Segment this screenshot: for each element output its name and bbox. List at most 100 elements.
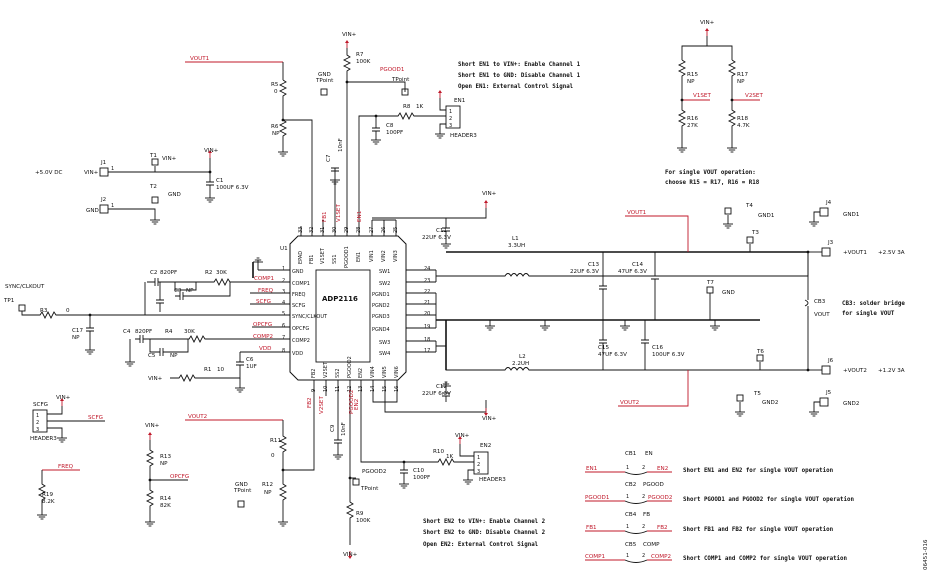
tpoint-gnd2: TPoint (233, 488, 252, 494)
pin-name: FB1 (309, 255, 315, 265)
t4-gnd1: GND1 (758, 213, 775, 219)
c4-ref: C4 (123, 329, 131, 335)
r11-ref: R11 (270, 438, 281, 444)
net-en1-pin: EN1 (357, 210, 363, 222)
net-freq: FREQ (258, 288, 274, 294)
pin-num: 3 (282, 289, 285, 295)
note-en1-c: Open EN1: External Control Signal (458, 84, 574, 90)
scfg-hdr-val: HEADER3 (30, 436, 57, 442)
right-pin-stubs (406, 269, 437, 353)
net-vout1-r: VOUT1 (627, 210, 647, 216)
scfg-hdr-ref: SCFG (33, 402, 48, 408)
pin-name: SW3 (379, 340, 390, 346)
note-en2-c: Open EN2: External Control Signal (423, 542, 539, 548)
input-section: +5.0V DC VIN+ J1 1 T1 VIN+ VIN+ C1 100UF… (35, 148, 249, 225)
c14-val: 47UF 6.3V (618, 269, 647, 275)
net-pgood2-pin: PGOOD2 (349, 390, 355, 414)
pin-num: 8 (282, 348, 285, 354)
pin-name: EN1 (356, 252, 362, 262)
pin-num: 21 (424, 300, 430, 306)
r14-ref: R14 (160, 496, 171, 502)
r2-val: 30K (216, 270, 227, 276)
r8-ref: R8 (403, 104, 411, 110)
comp2-network: C4 820PF R4 30K C5 NP OPCFG COMP2 (123, 322, 273, 367)
cb1-pin: EN (645, 451, 653, 457)
cb4-left: FB1 (586, 525, 597, 531)
t7-ref: T7 (706, 280, 714, 286)
j3-ref: J3 (827, 240, 834, 246)
c6-ref: C6 (246, 357, 254, 363)
gnd-connectors: T4 GND1 J4 GND1 T5 GND2 J5 GND2 (722, 200, 860, 417)
t2-ref: T2 (149, 184, 157, 190)
pin-num: 18 (424, 337, 430, 343)
pin-name: SW1 (379, 269, 390, 275)
cb5-right: COMP2 (651, 554, 671, 560)
output1-stage: L1 3.3UH VOUT1 C13 22UF 6.3V C14 47UF 6.… (436, 210, 905, 320)
t1-vin: VIN+ (162, 156, 177, 162)
vin-scfg: VIN+ (56, 395, 71, 401)
pin-name: VIN4 (370, 366, 376, 378)
c10-val: 100PF (413, 475, 430, 481)
vin-c1: VIN+ (204, 148, 219, 154)
c7-ref: C7 (326, 154, 332, 162)
vin-r1: VIN+ (148, 376, 163, 382)
pin-name: VDD (292, 351, 303, 357)
net-comp2: COMP2 (253, 334, 273, 340)
figure-id: 06451-016 (923, 539, 929, 570)
l2-ref: L2 (519, 354, 526, 360)
tpoint-1: TPoint (391, 77, 410, 83)
r12-ref: R12 (262, 482, 273, 488)
r8-val: 1K (416, 104, 424, 110)
ic-left-pins: GND COMP1 FREQ SCFG SYNC/CLKOUT OPCFG CO… (282, 266, 328, 357)
svg-text:3: 3 (36, 427, 39, 433)
svg-text:3: 3 (449, 123, 452, 129)
c8-val: 100PF (386, 130, 403, 136)
svg-text:1: 1 (626, 465, 629, 471)
note-single-b: choose R15 = R17, R16 = R18 (665, 180, 760, 186)
r3-ref: R3 (40, 308, 48, 314)
note-cb3-a: CB3: solder bridge (842, 301, 905, 307)
c10-ref: C10 (413, 468, 424, 474)
cb1-note: Short EN1 and EN2 for single VOUT operat… (683, 468, 834, 474)
net-vout1: VOUT1 (190, 56, 210, 62)
c16-ref: C16 (652, 345, 663, 351)
tp1-ref: TP1 (3, 298, 15, 304)
note-en2-b: Short EN2 to GND: Disable Channel 2 (423, 530, 546, 536)
r5-val: 0 (274, 89, 278, 95)
j6-ref: J6 (827, 358, 834, 364)
pin-num: 17 (424, 348, 430, 354)
vout1-out: +VOUT1 (843, 250, 867, 256)
c2-val: 820PF (160, 270, 177, 276)
pgnd-rail: T7 GND (436, 280, 760, 331)
en1-network: C8 100PF R8 1K 123 EN1 HEADER3 EN1 (357, 89, 477, 222)
r2-ref: R2 (205, 270, 212, 276)
c7-val: 10nF (338, 138, 344, 152)
pin-num: 7 (282, 335, 285, 341)
vin-r13: VIN+ (145, 423, 160, 429)
cb4-right: FB2 (657, 525, 668, 531)
cb4-pin: FB (643, 512, 650, 518)
pin-name: PGND3 (372, 314, 390, 320)
r17-ref: R17 (737, 72, 748, 78)
pin-name: VIN1 (369, 250, 375, 262)
en1-notes: Short EN1 to VIN+: Enable Channel 1 Shor… (458, 62, 581, 90)
net-v1set: V1SET (693, 93, 711, 99)
svg-text:1: 1 (626, 524, 629, 530)
cb2-pin: PGOOD (643, 482, 664, 488)
r16-val: 27K (687, 123, 698, 129)
pin-num: 4 (282, 300, 285, 306)
pin-name: PGND1 (372, 292, 390, 298)
en2-hdr-val: HEADER3 (479, 477, 506, 483)
r6-val: NP (272, 131, 280, 137)
vin-5v: +5.0V DC (35, 170, 62, 176)
c9-ref: C9 (330, 424, 336, 432)
r9-val: 100K (356, 518, 371, 524)
cb3-ref: CB3 (814, 299, 826, 305)
vdd-network: VDD VIN+ R1 10 C6 1UF (148, 346, 271, 393)
pin-num: 22 (424, 289, 430, 295)
pin-name: PGOOD1 (344, 246, 350, 268)
pin-num: 19 (424, 324, 430, 330)
net-vout2: VOUT2 (188, 414, 207, 420)
c3-val: NP (186, 288, 194, 294)
